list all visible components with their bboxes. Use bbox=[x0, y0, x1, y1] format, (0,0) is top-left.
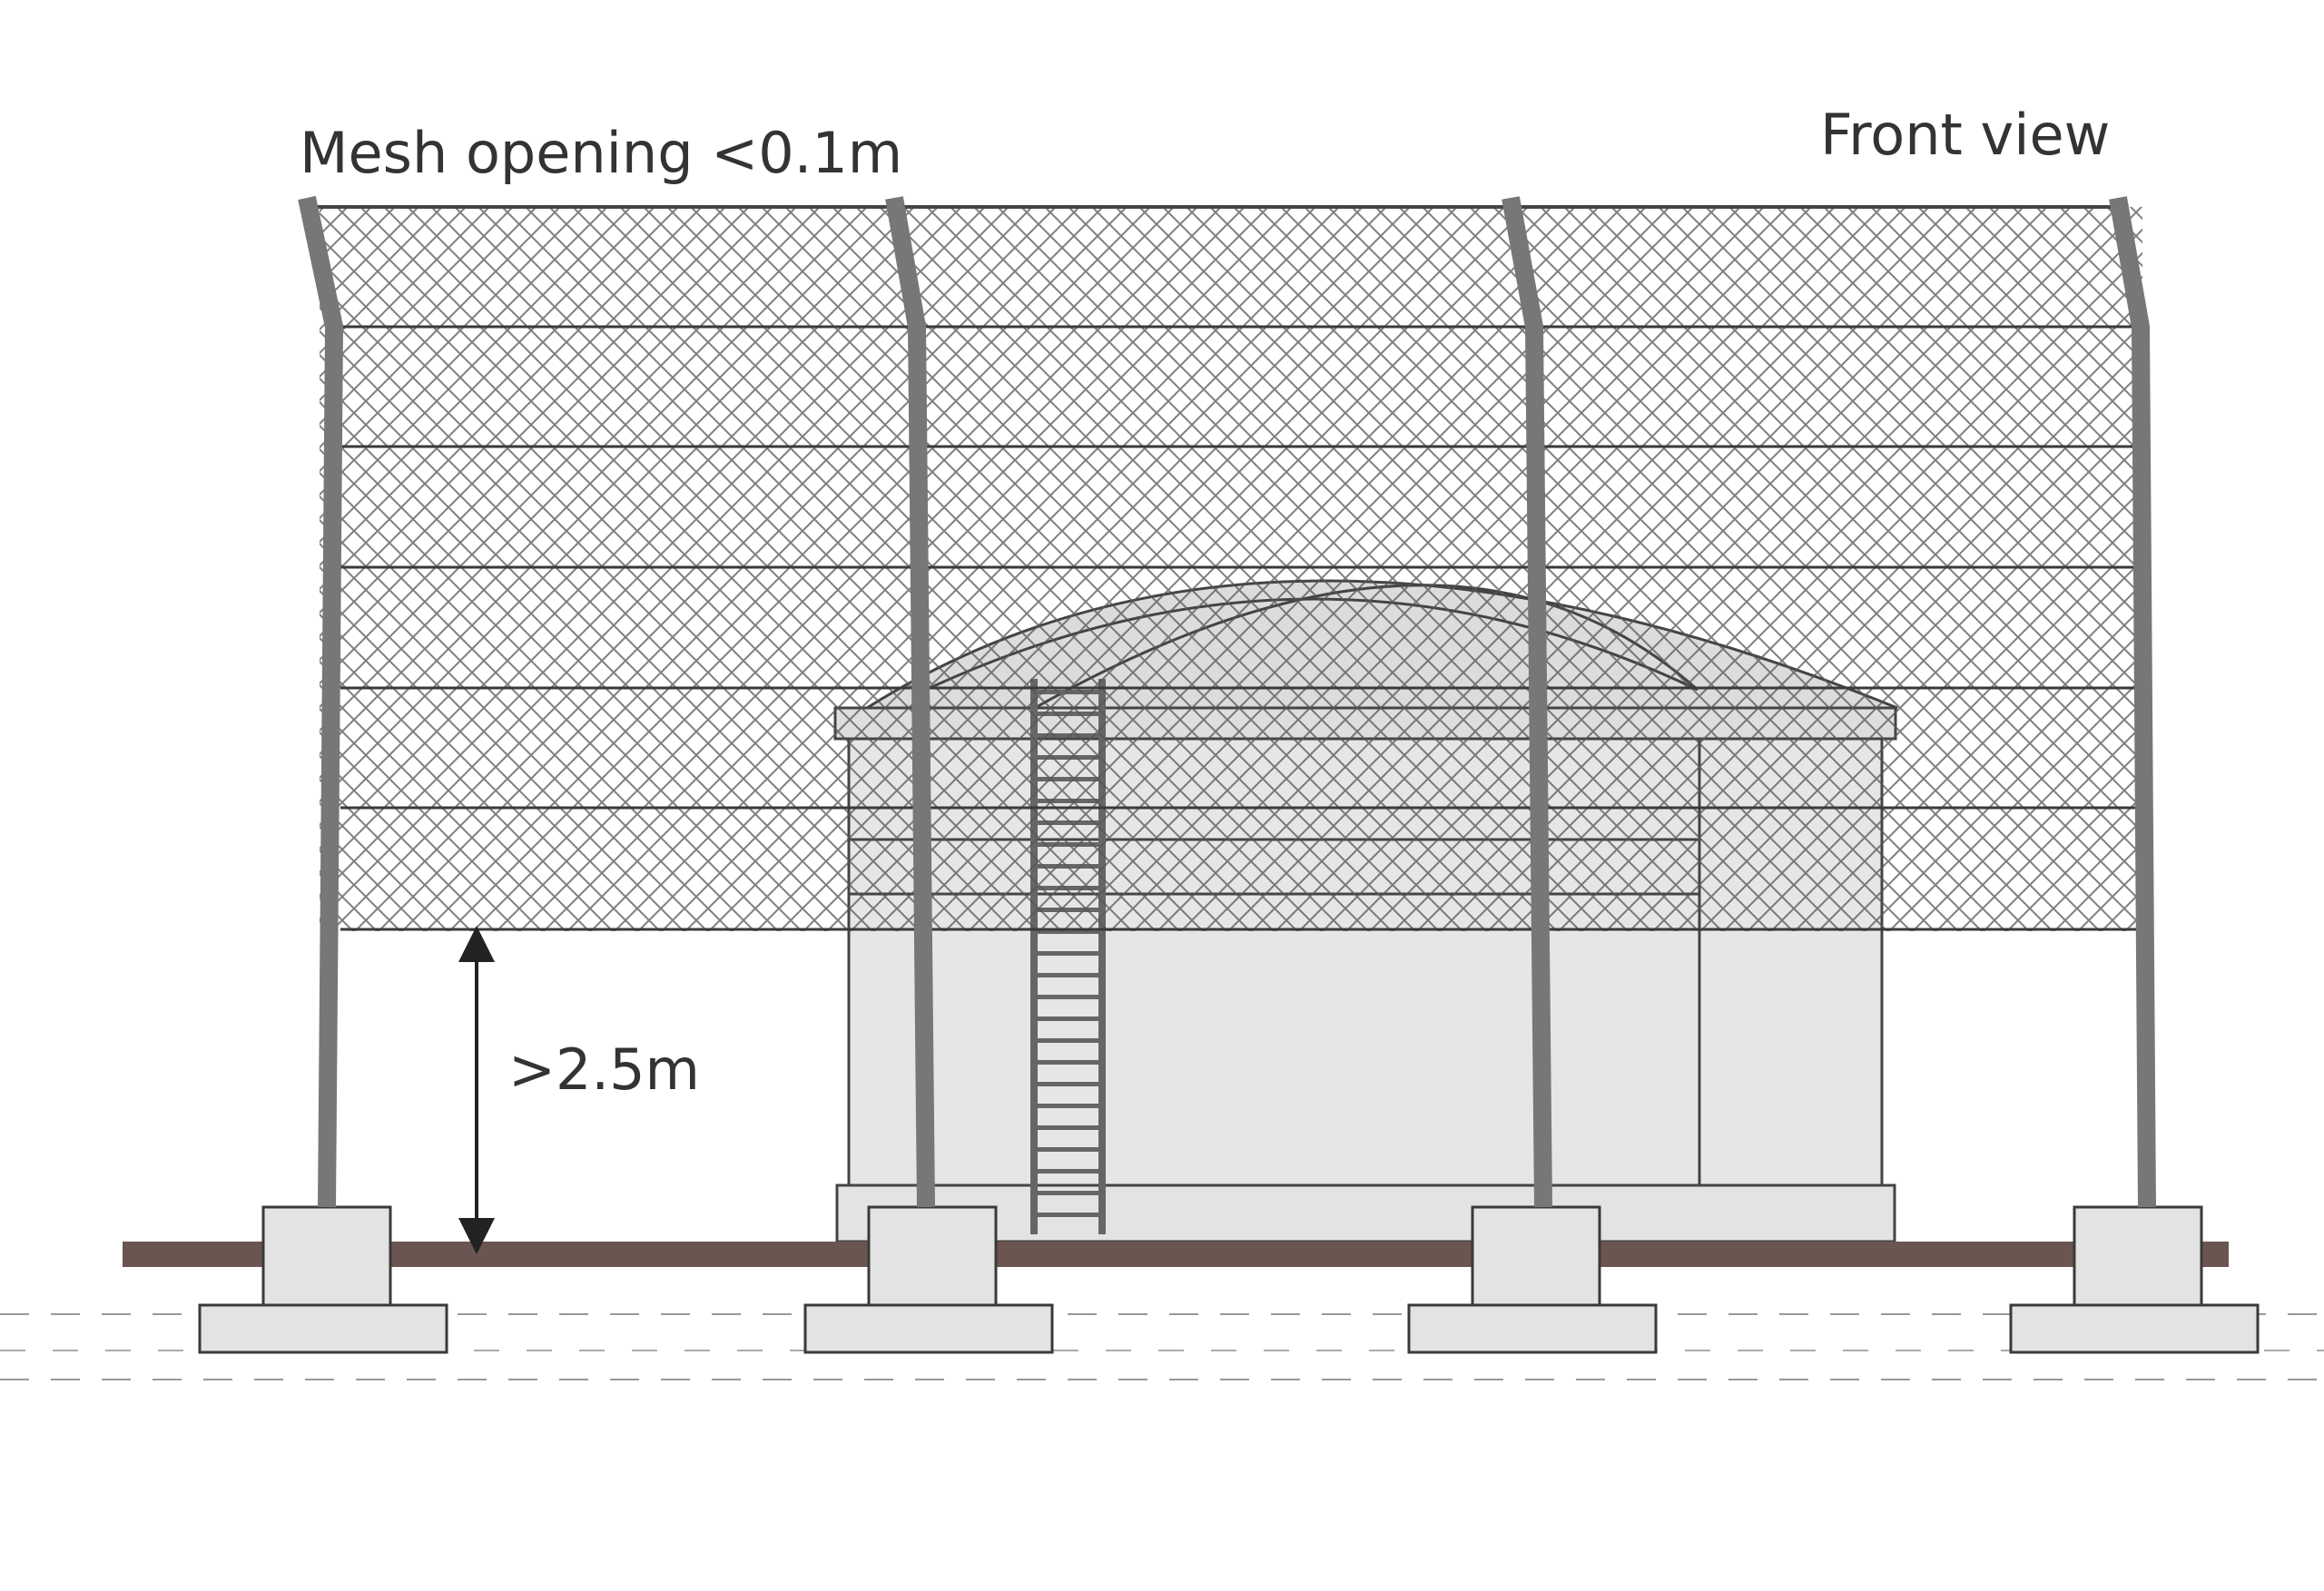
ladder-rung bbox=[1038, 1038, 1098, 1043]
mesh-panel bbox=[307, 205, 2142, 931]
ladder-rung bbox=[1038, 1060, 1098, 1065]
footing-pier bbox=[2073, 1205, 2203, 1307]
fence-post bbox=[298, 195, 343, 1208]
footing-base bbox=[803, 1303, 1054, 1354]
ladder-rung bbox=[1038, 995, 1098, 999]
view-label: Front view bbox=[1820, 102, 2110, 168]
ground-beam bbox=[123, 1242, 2229, 1267]
footing-pier bbox=[261, 1205, 392, 1307]
ladder-rung bbox=[1038, 1016, 1098, 1021]
clearance-label: >2.5m bbox=[508, 1036, 700, 1103]
ladder-rung bbox=[1038, 929, 1098, 934]
footings bbox=[198, 1205, 2260, 1354]
ladder-rung bbox=[1038, 973, 1098, 977]
mesh-opening-label: Mesh opening <0.1m bbox=[300, 120, 902, 186]
ladder-rail-left bbox=[1030, 679, 1038, 1234]
footing-base bbox=[2009, 1303, 2260, 1354]
ladder-rung bbox=[1038, 1125, 1098, 1130]
ladder-rung bbox=[1038, 1147, 1098, 1152]
footing-base bbox=[198, 1303, 448, 1354]
mesh-fill bbox=[320, 207, 2142, 931]
footing-base bbox=[1407, 1303, 1658, 1354]
ladder-rung bbox=[1038, 1104, 1098, 1108]
fence-post bbox=[2109, 196, 2156, 1208]
footing-pier bbox=[867, 1205, 998, 1307]
ladder-rung bbox=[1038, 1191, 1098, 1195]
fence-post bbox=[885, 196, 935, 1208]
ladder-rail-right bbox=[1098, 679, 1106, 1234]
ladder-rung bbox=[1038, 1082, 1098, 1086]
fence-post bbox=[1502, 196, 1552, 1208]
fence-posts bbox=[298, 195, 2156, 1208]
ladder-rung bbox=[1038, 951, 1098, 956]
ladder-rung bbox=[1038, 1169, 1098, 1174]
ladder-rung bbox=[1038, 1213, 1098, 1217]
footing-pier bbox=[1471, 1205, 1601, 1307]
